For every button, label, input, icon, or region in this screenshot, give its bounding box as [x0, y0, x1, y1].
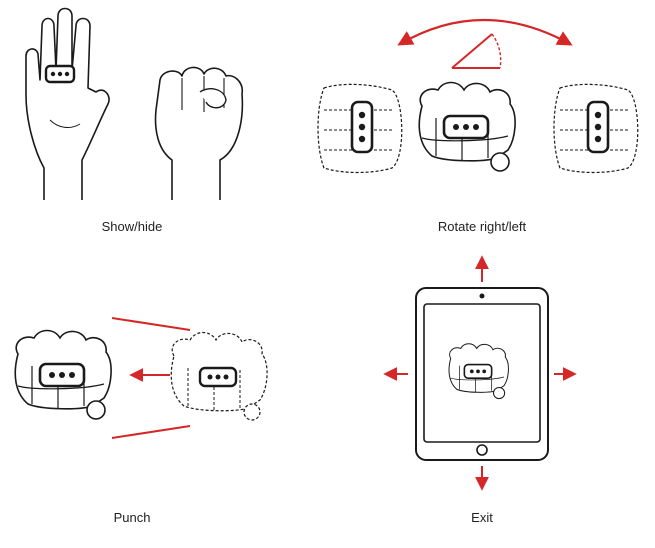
panel-exit: Exit	[383, 255, 577, 525]
caption-punch: Punch	[114, 510, 151, 525]
ring-device-icon	[44, 64, 76, 84]
fist-icon	[13, 329, 113, 421]
four-way-arrows-icon	[383, 255, 577, 491]
ghost-fist	[170, 331, 269, 422]
caption-exit: Exit	[471, 510, 493, 525]
caption-show-hide: Show/hide	[102, 219, 163, 234]
ghost-fist-right	[552, 83, 640, 174]
panel-punch: Punch	[13, 317, 269, 525]
fist-icon	[417, 81, 517, 173]
angle-icon	[451, 33, 502, 69]
caption-rotate: Rotate right/left	[438, 219, 527, 234]
curved-double-arrow-icon	[397, 18, 573, 46]
panel-rotate: Rotate right/left	[316, 18, 640, 234]
panel-show-hide: Show/hide	[25, 7, 244, 234]
open-hand-icon	[25, 7, 110, 200]
motion-lines-icon	[111, 317, 191, 439]
fist-icon	[154, 66, 244, 200]
ghost-fist-left	[316, 83, 404, 174]
